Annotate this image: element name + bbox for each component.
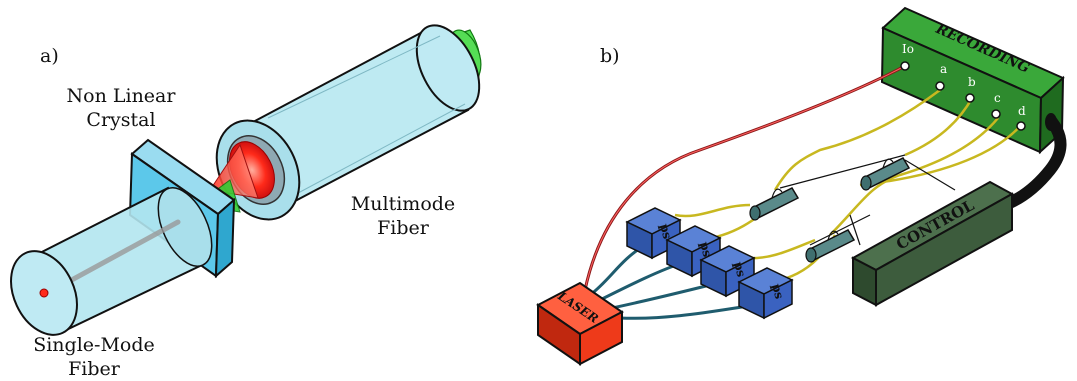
coupler-2 xyxy=(860,157,911,191)
coupler-1 xyxy=(749,187,800,221)
channel-a: a xyxy=(940,62,947,76)
channel-d: d xyxy=(1018,104,1026,118)
connector-rails xyxy=(779,154,956,246)
crystal-label: Non Linear Crystal xyxy=(66,85,176,131)
single-mode-fiber xyxy=(10,186,213,336)
laser-box: LASER xyxy=(536,281,624,366)
control-box: CONTROL xyxy=(850,180,1015,307)
channel-io: Io xyxy=(902,42,914,56)
recording-ports: Io a b c d xyxy=(900,42,1026,131)
multimode-label: Multimode Fiber xyxy=(350,193,456,239)
ps-box-4: ps xyxy=(737,267,794,320)
panel-b-tag: b) xyxy=(600,45,620,67)
ps-label-4: ps xyxy=(769,282,787,300)
ps-label-1: ps xyxy=(657,222,675,240)
channel-b: b xyxy=(968,75,976,89)
ps-label-3: ps xyxy=(731,260,749,278)
coupler-3 xyxy=(805,229,856,263)
singlemode-label: Single-Mode Fiber xyxy=(33,334,155,380)
ps-label-2: ps xyxy=(697,240,715,258)
recording-cable xyxy=(999,116,1067,211)
ps-box-3: ps xyxy=(699,245,756,298)
panel-a-tag: a) xyxy=(40,45,59,67)
channel-c: c xyxy=(994,91,1001,105)
